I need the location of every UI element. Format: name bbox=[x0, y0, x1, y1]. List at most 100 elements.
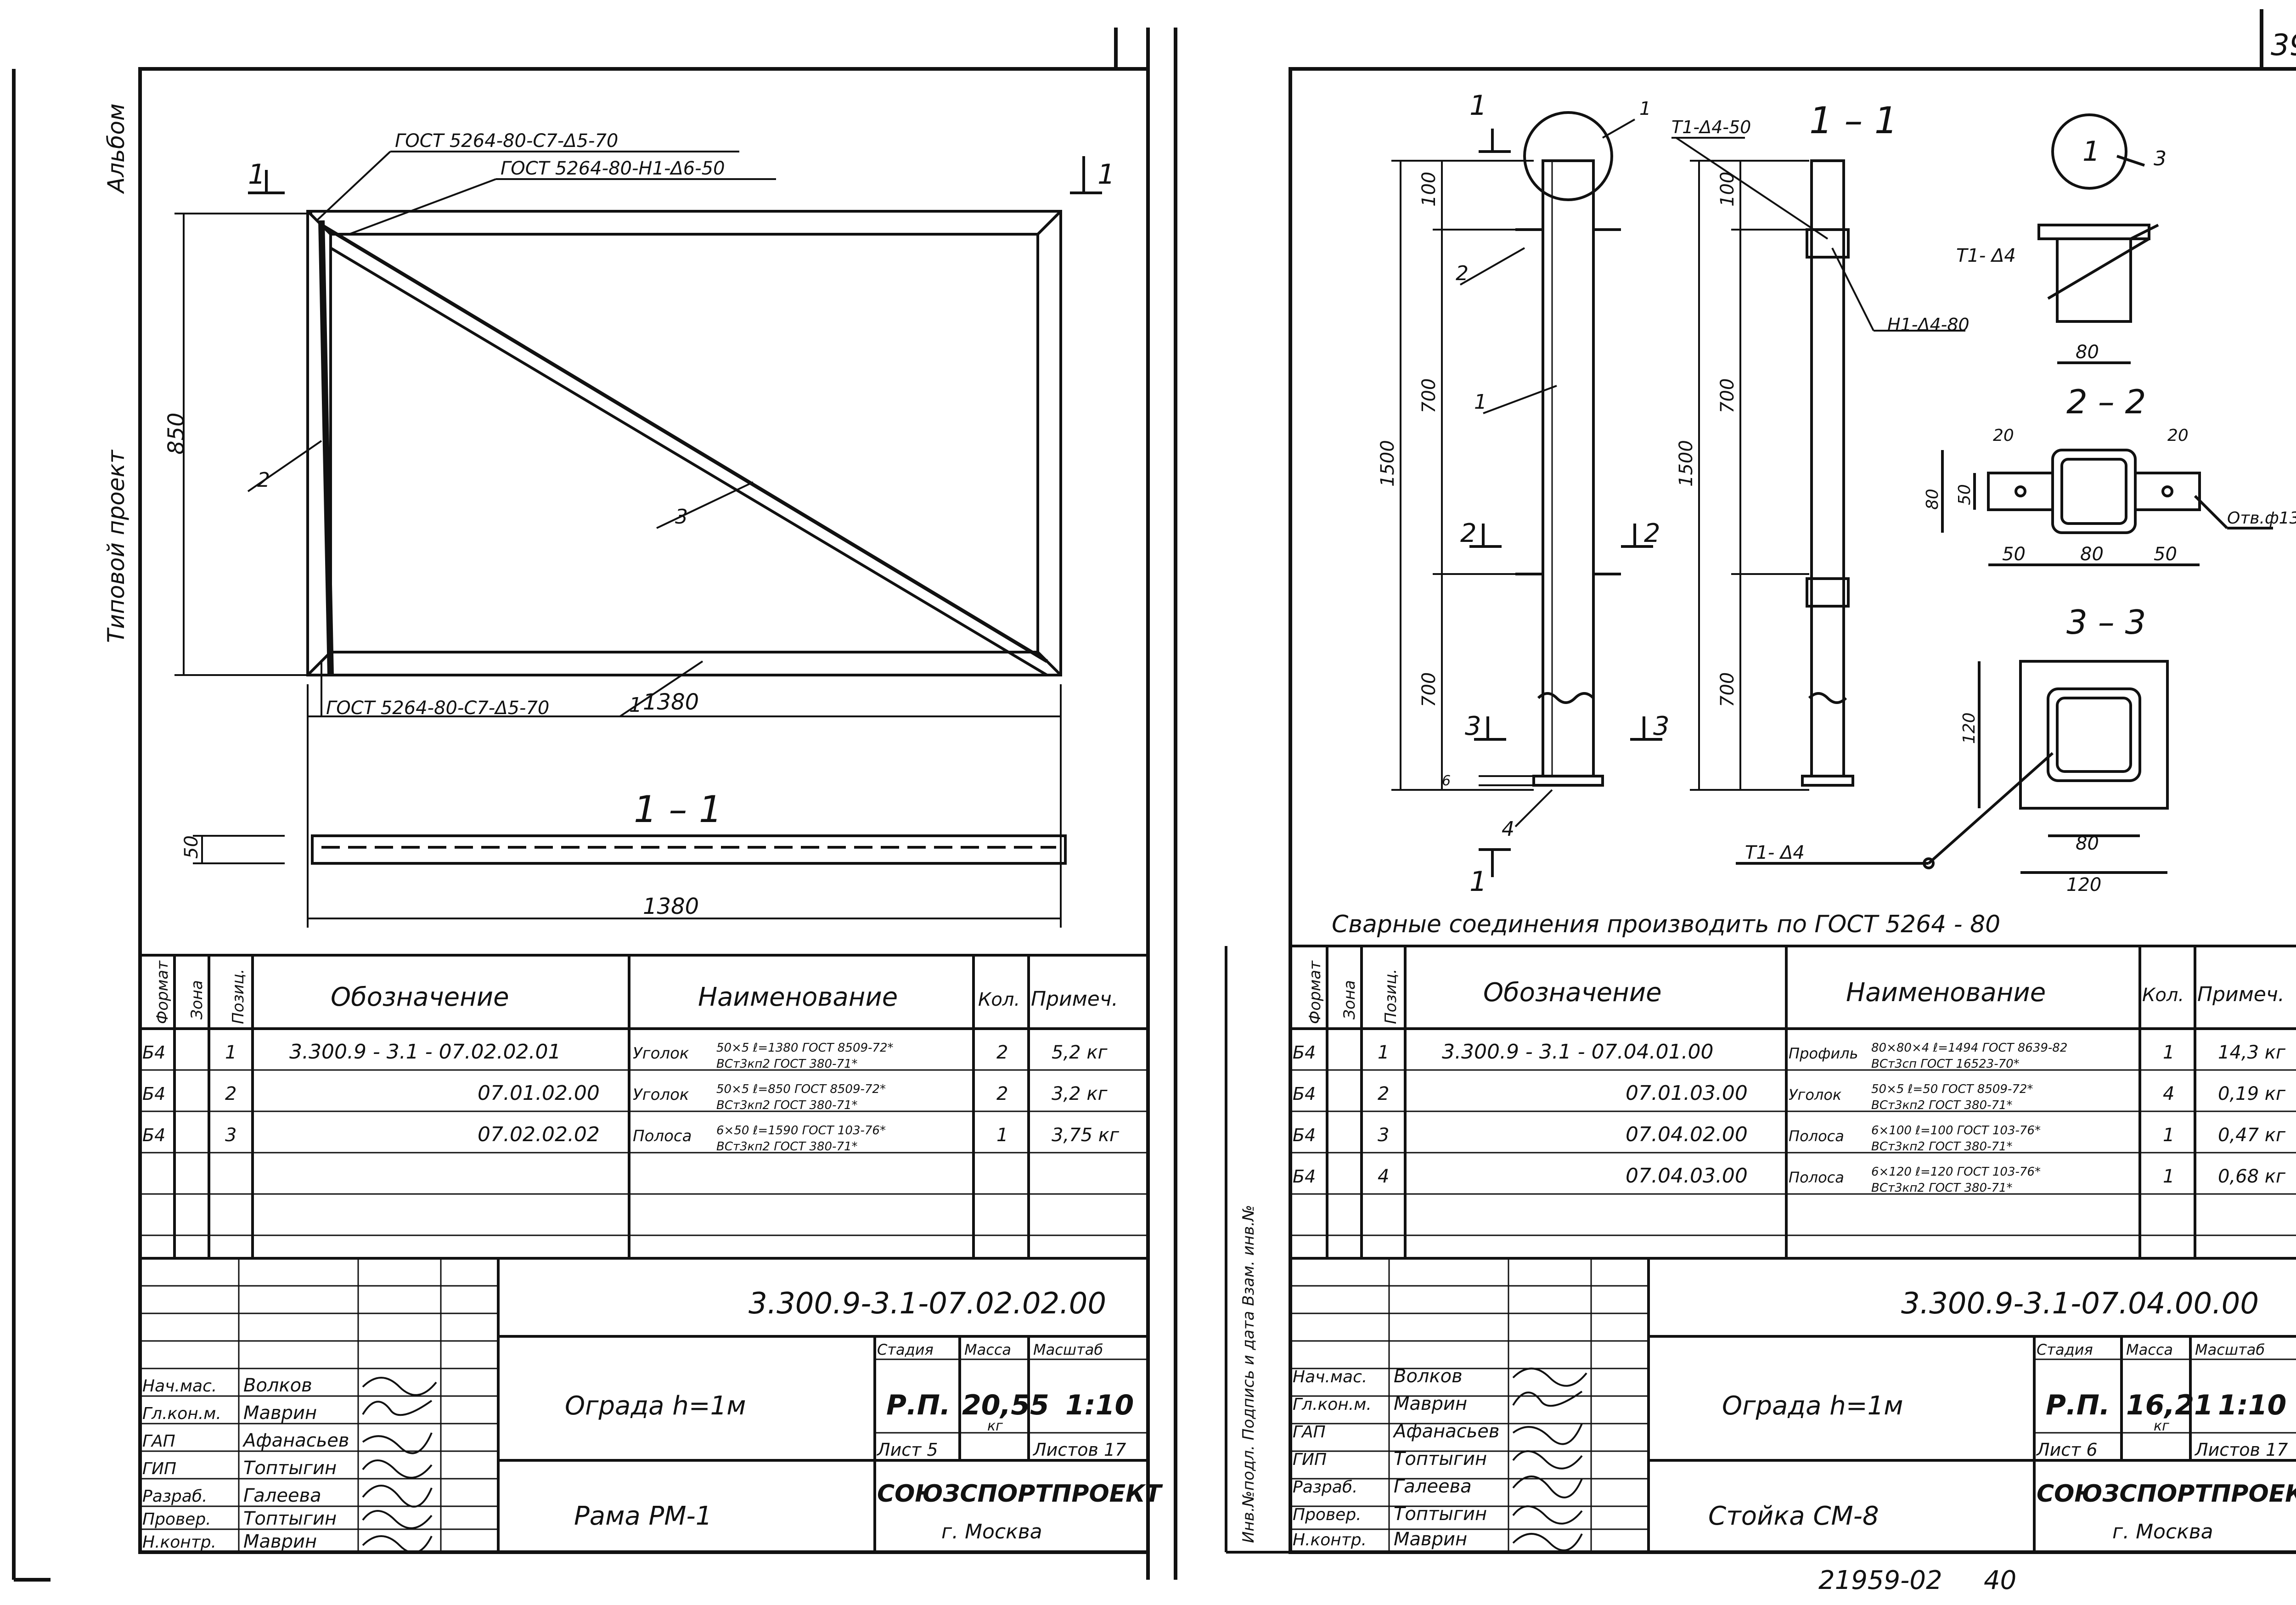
right-spec-rows: Б4 1 3.300.9 - 3.1 - 07.04.01.00 Профиль… bbox=[1293, 1040, 2286, 1195]
dim-700: 700 bbox=[1418, 378, 1440, 413]
spec-line2: ВСт3кп2 ГОСТ 380-71* bbox=[716, 1057, 858, 1071]
mass-value: 16,21 bbox=[2126, 1389, 2213, 1421]
role-title: ГИП bbox=[142, 1459, 176, 1478]
left-title-texts: 3.300.9-3.1-07.02.02.00 Ограда h=1м Рама… bbox=[565, 1287, 1163, 1543]
title-part: Рама РМ-1 bbox=[574, 1501, 712, 1531]
spec-note: 5,2 кг bbox=[1052, 1042, 1108, 1063]
dim-700-lower: 700 bbox=[1418, 672, 1440, 707]
role-title: Н.контр. bbox=[142, 1533, 216, 1552]
dim-80-detail: 80 bbox=[2076, 342, 2099, 363]
role-title: Гл.кон.м. bbox=[142, 1404, 221, 1423]
spec-line1: 6×120 ℓ=120 ГОСТ 103-76* bbox=[1871, 1165, 2041, 1179]
dim-20a: 20 bbox=[1993, 426, 2014, 445]
spec-note: 0,47 кг bbox=[2218, 1125, 2286, 1146]
title-code: 3.300.9-3.1-07.04.00.00 bbox=[1901, 1287, 2259, 1321]
section-2-2-drawing bbox=[1941, 449, 2273, 566]
dim-120-vertical: 120 bbox=[1960, 712, 1979, 744]
spec-line1: 50×5 ℓ=50 ГОСТ 8509-72* bbox=[1871, 1082, 2033, 1096]
spec-qty: 2 bbox=[996, 1042, 1008, 1063]
hdr-pos: Позиц. bbox=[229, 969, 248, 1025]
role-person: Галеева bbox=[1394, 1476, 1472, 1497]
role-title: Н.контр. bbox=[1293, 1531, 1367, 1549]
dim-100: 100 bbox=[1418, 172, 1440, 207]
cut-2-left: 2 bbox=[1460, 518, 1477, 548]
dim-850: 850 bbox=[163, 412, 189, 455]
weld-t1-section: Т1- Δ4 bbox=[1745, 842, 1805, 863]
cut-1-bottom: 1 bbox=[1469, 866, 1487, 898]
side-stamp: Инв.№подл. Подпись и дата Взам. инв.№ bbox=[1239, 1205, 1258, 1543]
spec-line1: 6×100 ℓ=100 ГОСТ 103-76* bbox=[1871, 1124, 2041, 1138]
dim-120-bottom: 120 bbox=[2066, 874, 2101, 895]
role-person: Волков bbox=[243, 1375, 312, 1396]
spec-note: 0,68 кг bbox=[2218, 1166, 2286, 1187]
title-name: Ограда h=1м bbox=[565, 1391, 746, 1421]
hdr-pos: Позиц. bbox=[1382, 969, 1400, 1025]
dim-1380-section: 1380 bbox=[643, 894, 699, 919]
stage-header: Стадия bbox=[2037, 1341, 2093, 1358]
sheets-total: Листов 17 bbox=[1032, 1440, 1126, 1460]
mass-value: 20,55 bbox=[962, 1389, 1049, 1421]
spec-fmt: Б4 bbox=[1293, 1042, 1316, 1063]
sheet-number: Лист 6 bbox=[2036, 1440, 2098, 1460]
spec-desig: 3.300.9 - 3.1 - 07.02.02.01 bbox=[289, 1040, 561, 1064]
dim-50-vertical: 50 bbox=[1955, 484, 1974, 505]
section-2-2-title: 2 – 2 bbox=[2066, 383, 2146, 421]
role-person: Афанасьев bbox=[1392, 1421, 1500, 1442]
spec-line2: ВСт3сп ГОСТ 16523-70* bbox=[1871, 1057, 2020, 1071]
spec-fmt: Б4 bbox=[1293, 1084, 1316, 1104]
cut-mark-right: 1 bbox=[1097, 158, 1115, 191]
section-1-1-bar bbox=[311, 834, 1067, 865]
role-person: Маврин bbox=[1394, 1529, 1467, 1550]
title-part: Стойка СМ-8 bbox=[1708, 1501, 1879, 1531]
spec-qty: 1 bbox=[2163, 1042, 2174, 1063]
spec-desig: 3.300.9 - 3.1 - 07.04.01.00 bbox=[1442, 1040, 1714, 1064]
org-city: г. Москва bbox=[2112, 1520, 2213, 1543]
role-person: Топтыгин bbox=[243, 1458, 337, 1479]
dim-20b: 20 bbox=[2167, 426, 2189, 445]
mass-unit: кг bbox=[2154, 1418, 2169, 1434]
spec-name: Уголок bbox=[633, 1086, 689, 1104]
column-front-view bbox=[1515, 111, 1621, 787]
dim-1500: 1500 bbox=[1377, 440, 1398, 487]
spec-fmt: Б4 bbox=[1293, 1166, 1316, 1187]
spec-note: 3,2 кг bbox=[1052, 1083, 1108, 1104]
cut-mark-left: 1 bbox=[248, 158, 265, 191]
left-signatures bbox=[362, 1377, 437, 1554]
role-person: Топтыгин bbox=[243, 1508, 337, 1529]
scale-header: Масштаб bbox=[2195, 1341, 2265, 1358]
role-title: Провер. bbox=[1293, 1505, 1362, 1524]
role-title: Нач.мас. bbox=[1293, 1368, 1367, 1386]
pos-callout-3: 3 bbox=[675, 505, 688, 529]
column-dimensions bbox=[1391, 160, 1809, 791]
column-side-view bbox=[1801, 159, 1854, 787]
spec-pos: 1 bbox=[1378, 1042, 1389, 1063]
spec-line2: ВСт3кп2 ГОСТ 380-71* bbox=[716, 1140, 858, 1154]
role-person: Галеева bbox=[243, 1485, 321, 1506]
role-title: Провер. bbox=[142, 1510, 211, 1529]
album-label: Альбом bbox=[103, 103, 129, 194]
stage-value: Р.П. bbox=[886, 1389, 951, 1421]
cut-1-top: 1 bbox=[1469, 90, 1487, 122]
scale-value: 1:10 bbox=[2218, 1389, 2286, 1421]
sheets-total: Листов 17 bbox=[2194, 1440, 2288, 1460]
dim-50-left: 50 bbox=[2002, 544, 2026, 565]
left-spec-table bbox=[140, 954, 1148, 1258]
section-1-1-title-right: 1 – 1 bbox=[1809, 99, 1898, 142]
mass-header: Масса bbox=[2126, 1341, 2173, 1358]
dim-50-right: 50 bbox=[2154, 544, 2177, 565]
spec-note: 3,75 кг bbox=[1052, 1125, 1120, 1146]
spec-desig: 07.02.02.02 bbox=[478, 1123, 600, 1146]
scale-value: 1:10 bbox=[1065, 1389, 1134, 1421]
mass-unit: кг bbox=[987, 1418, 1003, 1434]
right-frame bbox=[1225, 67, 2296, 1554]
spec-fmt: Б4 bbox=[142, 1125, 165, 1145]
spec-line1: 6×50 ℓ=1590 ГОСТ 103-76* bbox=[716, 1124, 886, 1138]
frame-rm1-drawing bbox=[306, 210, 1062, 676]
role-title: Разраб. bbox=[142, 1487, 207, 1506]
pos-1-circle: 1 bbox=[1639, 98, 1651, 119]
spec-line2: ВСт3кп2 ГОСТ 380-71* bbox=[716, 1098, 858, 1112]
spec-desig: 07.04.02.00 bbox=[1626, 1123, 1748, 1146]
hdr-note: Примеч. bbox=[1031, 987, 1118, 1011]
pos-4: 4 bbox=[1502, 817, 1514, 841]
spec-note: 0,19 кг bbox=[2218, 1083, 2286, 1104]
